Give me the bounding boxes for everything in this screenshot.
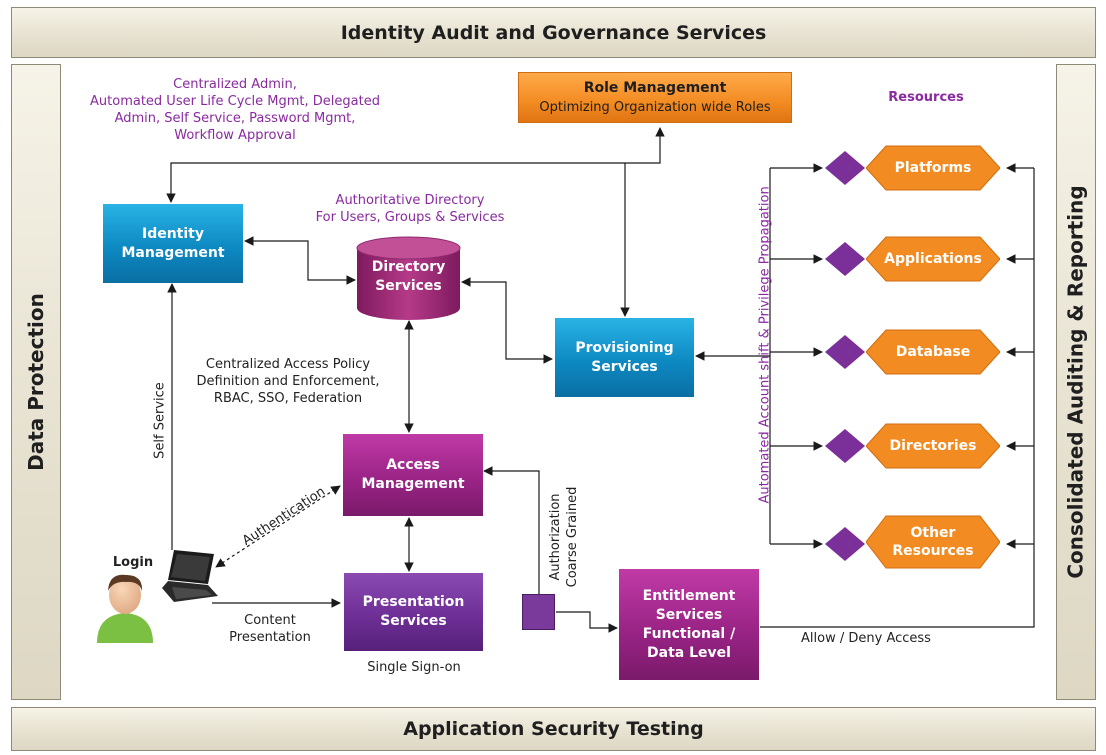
login-label: Login — [112, 555, 154, 570]
access-management-label-1: Access — [386, 457, 440, 473]
data-protection-band: Data Protection — [11, 64, 61, 700]
platforms-label: Platforms — [894, 160, 972, 176]
authdir-line-1: Authoritative Directory — [335, 193, 485, 208]
database-label: Database — [895, 344, 971, 360]
presentation-services-label-1: Presentation — [362, 594, 465, 610]
other-label-2: Resources — [892, 543, 974, 559]
line-role-identity — [166, 127, 665, 203]
identity-management-label-2: Management — [121, 244, 225, 261]
role-management-box: Role Management Optimizing Organization … — [518, 72, 792, 123]
single-sign-on-label: Single Sign-on — [367, 660, 461, 675]
directory-services-label-1: Directory — [371, 259, 446, 275]
applications-hexagon: Applications — [866, 236, 1000, 282]
directory-services-cylinder: Directory Services — [356, 236, 461, 322]
other-resources-hexagon: Other Resources — [866, 515, 1000, 569]
access-management-box: Access Management — [343, 434, 483, 516]
admin-annotation-line-1: Centralized Admin, — [173, 77, 297, 92]
platforms-diamond-icon — [825, 151, 865, 185]
role-management-subtitle: Optimizing Organization wide Roles — [539, 99, 771, 115]
admin-annotation-line-3: Admin, Self Service, Password Mgmt, — [114, 111, 356, 126]
provisioning-services-label-1: Provisioning — [575, 339, 674, 356]
identity-audit-band: Identity Audit and Governance Services — [11, 7, 1096, 58]
authorization-square — [522, 594, 555, 630]
application-security-title: Application Security Testing — [403, 718, 704, 740]
authz-line-1: Authorization — [548, 493, 563, 581]
identity-audit-title: Identity Audit and Governance Services — [340, 21, 767, 44]
presentation-services-label-2: Services — [380, 613, 447, 629]
policy-annotation: Centralized Access Policy Definition and… — [188, 356, 388, 407]
policy-line-1: Centralized Access Policy — [205, 357, 371, 372]
cylinder-shape — [356, 236, 461, 320]
line-authentication — [215, 485, 341, 568]
presentation-services-box: Presentation Services — [344, 573, 483, 651]
entitlement-label-3: Functional / — [642, 625, 736, 642]
resources-header: Resources — [888, 90, 964, 105]
authorization-label: Authorization Coarse Grained — [547, 467, 581, 607]
user-icon — [97, 574, 153, 643]
applications-label: Applications — [884, 251, 982, 267]
directory-services-label-2: Services — [375, 278, 442, 294]
identity-management-box: Identity Management — [103, 204, 243, 283]
directories-hexagon: Directories — [866, 423, 1000, 469]
line-access-authz — [483, 466, 540, 594]
self-service-label: Self Service — [152, 382, 168, 459]
database-diamond-icon — [825, 335, 865, 369]
other-resources-diamond-icon — [825, 527, 865, 561]
entitlement-services-box: Entitlement Services Functional / Data L… — [619, 569, 759, 680]
role-management-title: Role Management — [583, 79, 727, 96]
directories-diamond-icon — [825, 429, 865, 463]
line-identity-directory — [244, 236, 356, 285]
policy-line-2: Definition and Enforcement, — [196, 374, 380, 389]
allow-deny-label: Allow / Deny Access — [801, 631, 931, 646]
content-line-1: Content — [244, 613, 296, 628]
admin-annotation-line-2: Automated User Life Cycle Mgmt, Delegate… — [90, 94, 380, 109]
authdir-line-2: For Users, Groups & Services — [315, 210, 505, 225]
application-security-band: Application Security Testing — [11, 707, 1096, 751]
policy-line-3: RBAC, SSO, Federation — [213, 391, 363, 406]
automated-account-label: Automated Account shift & Privilege Prop… — [757, 186, 773, 504]
entitlement-label-1: Entitlement — [642, 587, 736, 604]
content-line-2: Presentation — [229, 630, 311, 645]
admin-annotation: Centralized Admin, Automated User Life C… — [80, 76, 390, 144]
consolidated-auditing-band: Consolidated Auditing & Reporting — [1056, 64, 1096, 700]
line-directory-provisioning — [461, 277, 553, 364]
platforms-hexagon: Platforms — [866, 145, 1000, 191]
content-presentation-label: Content Presentation — [220, 612, 320, 646]
database-hexagon: Database — [866, 329, 1000, 375]
other-label-1: Other — [910, 525, 956, 541]
authz-line-2: Coarse Grained — [565, 486, 580, 588]
authoritative-directory-annotation: Authoritative Directory For Users, Group… — [300, 192, 520, 226]
entitlement-label-2: Services — [655, 606, 723, 623]
directories-label: Directories — [889, 438, 977, 454]
access-management-label-2: Management — [361, 476, 465, 492]
provisioning-services-label-2: Services — [591, 358, 658, 375]
applications-diamond-icon — [825, 242, 865, 276]
line-entitlement-bus — [760, 168, 1035, 628]
identity-management-label-1: Identity — [141, 225, 204, 242]
laptop-icon — [162, 550, 218, 602]
entitlement-label-4: Data Level — [647, 644, 731, 661]
provisioning-services-box: Provisioning Services — [555, 318, 694, 397]
admin-annotation-line-4: Workflow Approval — [174, 128, 296, 143]
line-authz-entitlement — [556, 611, 618, 633]
